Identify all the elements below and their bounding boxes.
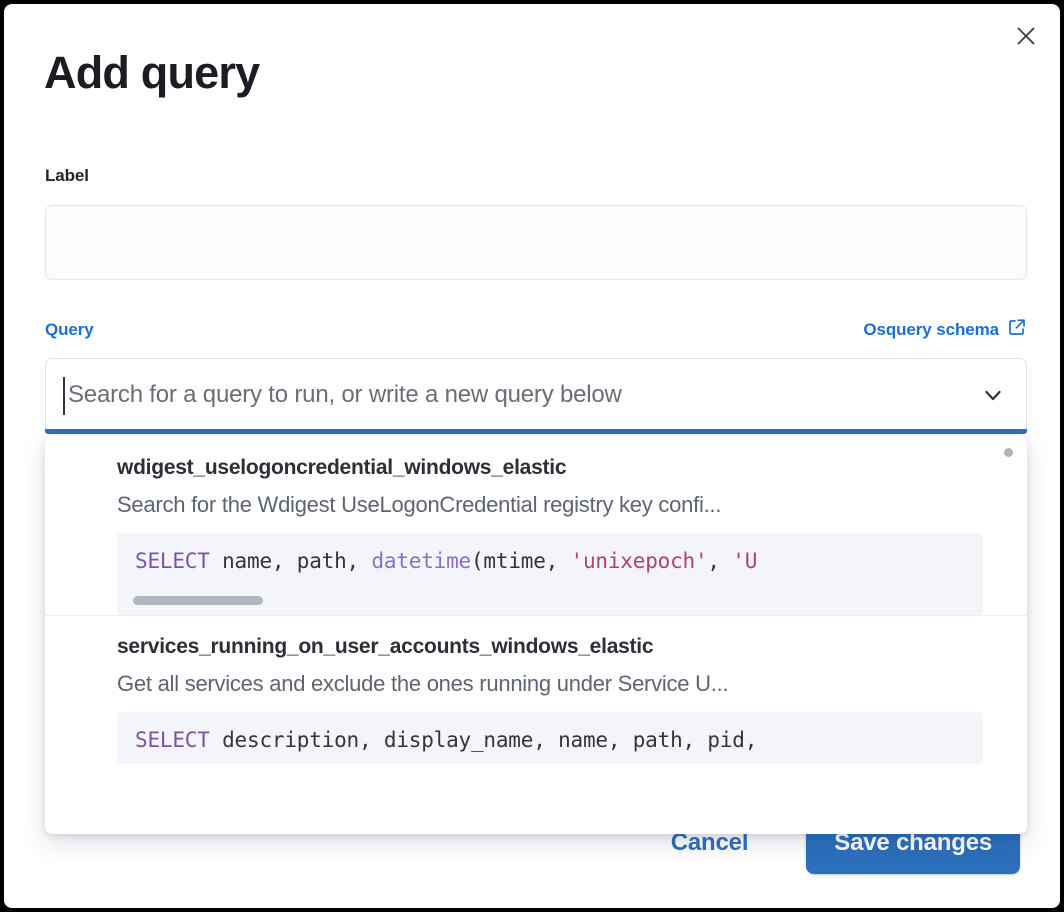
query-field-row: Query Osquery schema [45,317,1027,342]
list-item[interactable]: services_running_on_user_accounts_window… [45,615,1027,764]
suggestion-title: wdigest_uselogoncredential_windows_elast… [117,456,567,479]
query-suggestions-dropdown[interactable]: wdigest_uselogoncredential_windows_elast… [45,436,1027,834]
suggestion-code-text: SELECT name, path, datetime(mtime, 'unix… [135,549,758,573]
query-combobox[interactable]: Search for a query to run, or write a ne… [45,358,1027,434]
code-horizontal-scrollbar[interactable] [133,596,263,605]
label-field-row: Label [45,166,89,186]
suggestion-code-block[interactable]: SELECT name, path, datetime(mtime, 'unix… [117,533,983,615]
query-field-label: Query [45,319,94,339]
close-icon [1013,23,1039,49]
suggestion-list: wdigest_uselogoncredential_windows_elast… [45,436,1027,834]
suggestion-description: Search for the Wdigest UseLogonCredentia… [117,492,722,517]
scrollbar-indicator[interactable] [1004,448,1013,457]
text-caret [63,377,65,415]
label-input[interactable] [45,205,1027,280]
close-button[interactable] [1004,14,1048,58]
page-title: Add query [44,47,260,98]
suggestion-code-block[interactable]: SELECT description, display_name, name, … [117,712,983,764]
list-item[interactable]: wdigest_uselogoncredential_windows_elast… [45,436,1027,615]
label-field-label: Label [45,166,89,185]
osquery-schema-link[interactable]: Osquery schema [863,317,1027,342]
suggestion-description: Get all services and exclude the ones ru… [117,671,729,696]
chevron-down-icon[interactable] [978,380,1008,410]
external-link-icon [1007,317,1027,342]
osquery-schema-link-label: Osquery schema [863,319,999,339]
query-search-input[interactable]: Search for a query to run, or write a ne… [68,381,622,408]
suggestion-title: services_running_on_user_accounts_window… [117,635,654,658]
suggestion-code-text: SELECT description, display_name, name, … [135,728,758,752]
add-query-modal: Add query Label Query Osquery schema Sea… [4,4,1060,908]
